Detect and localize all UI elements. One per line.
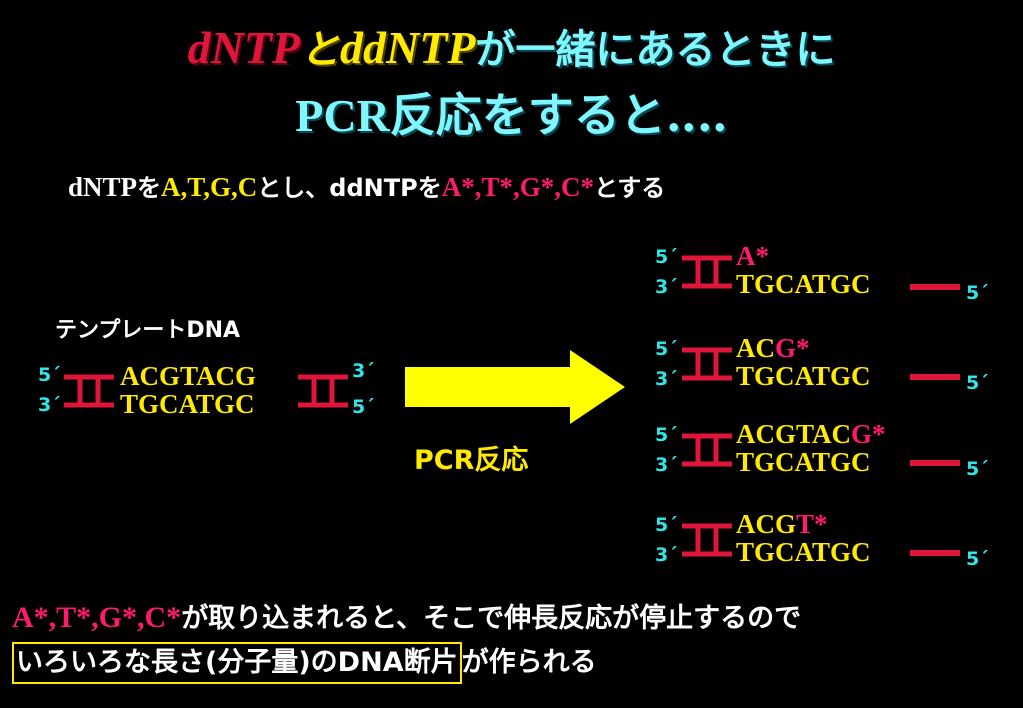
subtitle-end: とする xyxy=(593,174,666,202)
reaction-arrow xyxy=(405,350,625,424)
subtitle-dntp: dNTP xyxy=(68,172,138,202)
conclusion-starred: A*,T*,G*,C* xyxy=(12,601,182,634)
product-4-end3: 3´ xyxy=(655,544,678,566)
product-2-synth: ACG* xyxy=(736,333,810,363)
product-1-bracket xyxy=(682,255,732,289)
subtitle-normal-bases: A,T,G,C xyxy=(161,172,258,202)
template-right-bracket xyxy=(298,374,348,408)
product-3-bracket xyxy=(682,433,732,467)
conclusion-line2-rest: が作られる xyxy=(461,647,597,678)
product-2-end-right: 5´ xyxy=(966,372,989,394)
product-2-end5: 5´ xyxy=(655,338,678,360)
title-line2-text: PCR反応をすると‥‥ xyxy=(295,90,728,141)
title-to: と xyxy=(300,27,340,73)
product-4-synth: ACGT* xyxy=(736,509,828,539)
title-line1-rest: が一緒にあるときに xyxy=(475,27,836,73)
title-line-1: dNTPとddNTPが一緒にあるときに xyxy=(0,22,1023,76)
subtitle: dNTPをA,T,G,Cとし、ddNTPをA*,T*,G*,C*とする xyxy=(68,168,665,203)
product-3-end-right: 5´ xyxy=(966,458,989,480)
template-left-bracket xyxy=(64,374,114,408)
subtitle-mid: とし、ddNTP xyxy=(257,174,418,202)
product-2-end3: 3´ xyxy=(655,368,678,390)
template-left-top-end: 5´ xyxy=(38,364,61,386)
title-dntp: dNTP xyxy=(187,22,300,73)
product-3-end3: 3´ xyxy=(655,454,678,476)
template-right-top-end: 3´ xyxy=(352,360,375,382)
conclusion-line-1: A*,T*,G*,C*が取り込まれると、そこで伸長反応が停止するので xyxy=(12,596,801,635)
product-1-template: TGCATGC xyxy=(736,269,871,299)
subtitle-wo-1: を xyxy=(137,174,162,202)
product-1-end-right: 5´ xyxy=(966,282,989,304)
product-1-end5: 5´ xyxy=(655,246,678,268)
product-1-synth: A* xyxy=(736,241,769,271)
product-4-end5: 5´ xyxy=(655,514,678,536)
pcr-reaction-label: PCR反応 xyxy=(414,445,529,476)
subtitle-wo-2: を xyxy=(417,174,442,202)
conclusion-boxed-text: いろいろな長さ(分子量)のDNA断片 xyxy=(12,642,462,684)
product-2-bracket xyxy=(682,347,732,381)
product-3-template: TGCATGC xyxy=(736,447,871,477)
template-top-sequence: ACGTACG xyxy=(120,361,257,391)
product-4-template: TGCATGC xyxy=(736,537,871,567)
template-dna-label: テンプレートDNA xyxy=(55,318,241,343)
product-1-end3: 3´ xyxy=(655,276,678,298)
template-bottom-sequence: TGCATGC xyxy=(120,389,255,419)
product-3-end5: 5´ xyxy=(655,424,678,446)
conclusion-line-2: いろいろな長さ(分子量)のDNA断片が作られる xyxy=(12,640,597,684)
conclusion-line1-rest: が取り込まれると、そこで伸長反応が停止するので xyxy=(181,603,802,634)
template-right-bottom-end: 5´ xyxy=(352,396,375,418)
product-2-template: TGCATGC xyxy=(736,361,871,391)
title-line-2: PCR反応をすると‥‥ xyxy=(0,90,1023,142)
title-ddntp: ddNTP xyxy=(340,22,476,73)
product-4-bracket xyxy=(682,523,732,557)
product-3-synth: ACGTACG* xyxy=(736,419,886,449)
product-4-end-right: 5´ xyxy=(966,548,989,570)
subtitle-starred-bases: A*,T*,G*,C* xyxy=(441,172,594,202)
template-left-bottom-end: 3´ xyxy=(38,394,61,416)
